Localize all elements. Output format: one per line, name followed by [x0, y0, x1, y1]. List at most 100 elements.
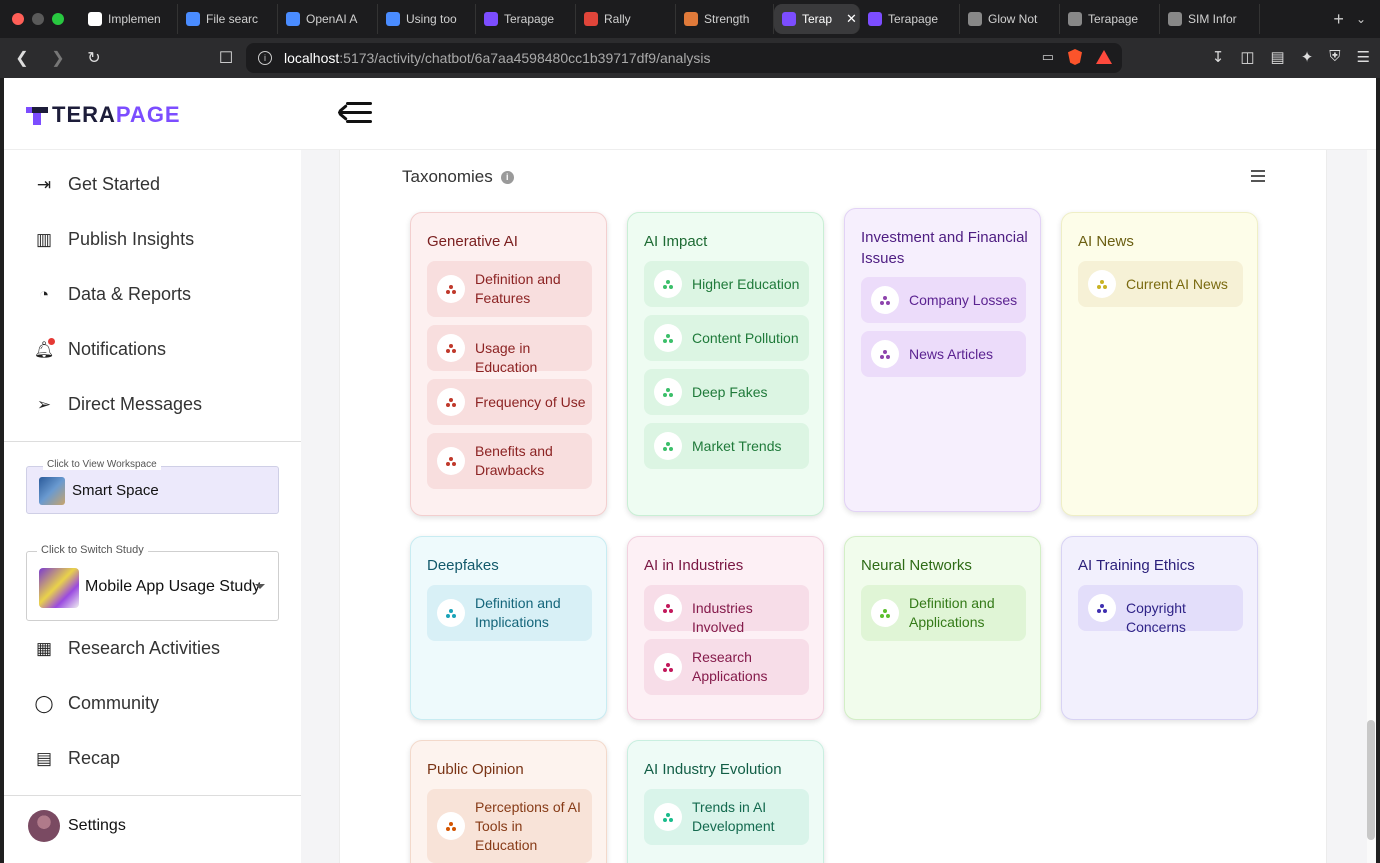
workspace-label: Click to View Workspace [43, 459, 161, 470]
sidebar-item-direct-messages[interactable]: ➢Direct Messages [34, 394, 202, 415]
panel-menu-icon[interactable] [1251, 170, 1265, 182]
brave-rewards-icon[interactable] [1096, 50, 1112, 64]
sidebar-item-publish-insights[interactable]: ▥Publish Insights [34, 229, 194, 250]
study-thumbnail [39, 568, 79, 608]
taxonomy-chip-label: Research Applications [692, 649, 768, 684]
taxonomy-title: Investment and Financial Issues [861, 229, 1028, 267]
study-label: Click to Switch Study [37, 544, 148, 556]
browser-tab[interactable]: Using too [378, 4, 476, 34]
taxonomy-chip[interactable]: Copyright Concerns [1078, 585, 1243, 635]
browser-tab[interactable]: File searc [178, 4, 278, 34]
browser-tab[interactable]: Terapage [860, 4, 960, 34]
logo-mark-icon [26, 105, 48, 125]
scrollbar-thumb[interactable] [1367, 720, 1375, 840]
browser-tab[interactable]: OpenAI A [278, 4, 378, 34]
workspace-selector[interactable]: Click to View Workspace Smart Space [26, 459, 279, 514]
send-icon: ➢ [36, 394, 52, 414]
reload-button[interactable]: ↻ [87, 50, 101, 67]
scrollbar-track[interactable] [1367, 150, 1376, 863]
terapage-logo[interactable]: TERAPAGE [26, 102, 181, 128]
browser-menu-icon[interactable]: ☰ [1356, 49, 1370, 66]
vpn-shield-icon[interactable]: ⛨ [1329, 48, 1341, 65]
collapse-menu-icon[interactable] [338, 98, 374, 128]
taxonomy-chip[interactable]: Market Trends [644, 423, 809, 469]
sidebar-item-research-activities[interactable]: ▦Research Activities [34, 638, 220, 659]
new-tab-button[interactable]: + [1333, 8, 1344, 29]
taxonomy-title: AI Impact [644, 233, 708, 250]
settings-button[interactable]: Settings [28, 810, 126, 842]
sidebar-item-notifications[interactable]: 🔔︎Notifications [34, 337, 166, 360]
sidebar-item-label: Community [68, 693, 160, 713]
close-tab-icon[interactable]: ✕ [846, 11, 857, 26]
browser-tab[interactable]: Terapage [476, 4, 576, 34]
close-window-button[interactable] [12, 13, 24, 25]
address-bar[interactable]: i localhost:5173/activity/chatbot/6a7aa4… [246, 43, 1122, 73]
cast-icon[interactable]: ▭ [1041, 49, 1054, 64]
taxonomy-chip[interactable]: Perceptions of AI Tools in Education [427, 789, 592, 863]
window-controls [0, 13, 80, 25]
taxonomy-chip[interactable]: Definition and Implications [427, 585, 592, 641]
taxonomy-chip[interactable]: Definition and Applications [861, 585, 1026, 641]
taxonomy-chip[interactable]: News Articles [861, 331, 1026, 377]
sidebar-item-data-reports[interactable]: ◔Data & Reports [34, 284, 191, 305]
taxonomy-chip[interactable]: Frequency of Use [427, 379, 592, 425]
taxonomy-title: Neural Networks [861, 557, 972, 574]
notification-dot [48, 337, 55, 345]
sidebar-toggle-icon[interactable]: ◫ [1240, 49, 1255, 66]
taxonomy-chip[interactable]: Deep Fakes [644, 369, 809, 415]
browser-tab[interactable]: Terapage [1060, 4, 1160, 34]
taxonomy-chip-label: Benefits and Drawbacks [475, 443, 553, 478]
info-icon[interactable]: i [500, 170, 514, 184]
taxonomy-chip[interactable]: Company Losses [861, 277, 1026, 323]
tab-favicon-icon [286, 12, 300, 26]
taxonomy-chip[interactable]: Content Pollution [644, 315, 809, 361]
site-info-icon[interactable]: i [258, 51, 272, 65]
bell-icon: 🔔︎ [34, 337, 55, 360]
browser-tab[interactable]: Terap✕ [774, 4, 860, 34]
browser-tab[interactable]: Implemen [80, 4, 178, 34]
zoom-window-button[interactable] [52, 13, 64, 25]
taxonomy-chip[interactable]: Usage in Education [427, 325, 592, 375]
taxonomy-chip[interactable]: Industries Involved [644, 585, 809, 635]
app-window: TERAPAGE ⇥Get Started ▥Publish Insights ◔D… [4, 78, 1376, 863]
back-button[interactable]: ❮ [15, 50, 29, 67]
sidebar-item-recap[interactable]: ▤Recap [34, 748, 120, 769]
download-icon[interactable]: ↧ [1211, 49, 1225, 66]
forward-button[interactable]: ❯ [51, 50, 65, 67]
taxonomy-chip[interactable]: Trends in AI Development [644, 789, 809, 845]
sidebar-item-label: Recap [68, 748, 121, 768]
leo-ai-icon[interactable]: ✦ [1300, 49, 1314, 66]
sidebar-item-community[interactable]: ◯Community [34, 693, 159, 714]
browser-tab[interactable]: Strength [676, 4, 774, 34]
taxonomy-chip-label: Perceptions of AI Tools in Education [475, 798, 581, 853]
browser-tab[interactable]: Rally [576, 4, 676, 34]
dropdown-caret-icon[interactable] [255, 584, 265, 589]
cluster-icon [654, 432, 682, 460]
taxonomy-chip[interactable]: Research Applications [644, 639, 809, 695]
taxonomy-chip[interactable]: Definition and Features [427, 261, 592, 317]
tab-overflow-chevron-icon[interactable]: ⌄ [1355, 12, 1366, 26]
study-selector[interactable]: Click to Switch Study Mobile App Usage S… [26, 544, 279, 621]
bookmark-icon[interactable]: ☐ [218, 50, 234, 67]
minimize-window-button[interactable] [32, 13, 44, 25]
browser-tab[interactable]: Glow Not [960, 4, 1060, 34]
browser-toolbar: ❮ ❯ ↻ ☐ i localhost:5173/activity/chatbo… [0, 38, 1380, 78]
brave-shields-icon[interactable] [1068, 49, 1082, 65]
taxonomy-chip[interactable]: Higher Education [644, 261, 809, 307]
sidebar-item-get-started[interactable]: ⇥Get Started [34, 174, 160, 195]
taxonomy-chip[interactable]: Current AI News [1078, 261, 1243, 307]
wallet-icon[interactable]: ▤ [1270, 49, 1285, 66]
sidebar-item-label: Get Started [68, 174, 161, 194]
browser-tab[interactable]: SIM Infor [1160, 4, 1260, 34]
taxonomy-chip[interactable]: Benefits and Drawbacks [427, 433, 592, 489]
